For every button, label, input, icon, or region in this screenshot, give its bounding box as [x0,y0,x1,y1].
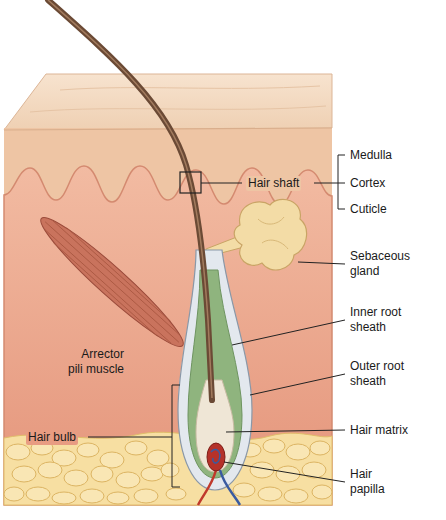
part-label: Outer root sheath [350,359,422,389]
artery [198,470,216,505]
leader-lines [88,155,345,487]
arrector-pili-muscle [32,208,192,356]
part-label: Hair matrix [350,423,408,438]
part-label: Arrector pili muscle [66,347,124,377]
part-label: Sebaceous gland [350,249,422,279]
outer-root-sheath [178,250,252,490]
part-label: Hair papilla [350,467,405,497]
vein [220,470,240,505]
part-label: Inner root sheath [350,305,422,335]
part-label: Hair bulb [26,430,78,445]
zoom-box [180,172,201,193]
surface-ridges [30,86,326,112]
hair-matrix [196,380,234,472]
part-label: Cuticle [350,202,387,217]
part-label: Cortex [350,176,385,191]
hair-papilla [207,443,225,471]
hair-medulla-line [48,0,212,398]
inner-root-sheath [188,270,242,478]
part-label: Hair shaft [246,176,301,191]
hair-shaft [48,0,212,400]
papilla-vessel [211,450,220,463]
dermis [4,166,332,505]
part-label: Medulla [350,148,392,163]
